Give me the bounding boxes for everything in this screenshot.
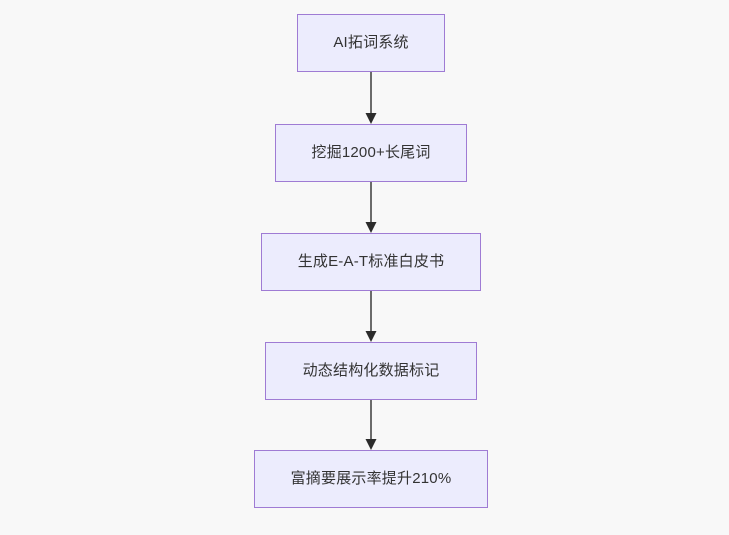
flowchart-node-rich-snippet-rate-increase[interactable]: 富摘要展示率提升210% <box>254 450 488 508</box>
edge-node-1-to-node-2 <box>365 72 377 124</box>
edge-node-2-to-node-3 <box>365 182 377 233</box>
flowchart-node-label: 动态结构化数据标记 <box>302 362 440 379</box>
arrowhead-icon <box>365 113 377 124</box>
edge-node-4-to-node-5 <box>365 400 377 450</box>
flowchart-node-label: 生成E-A-T标准白皮书 <box>297 253 445 270</box>
flowchart-node-generate-eat-whitepaper[interactable]: 生成E-A-T标准白皮书 <box>261 233 481 291</box>
arrowhead-icon <box>365 331 377 342</box>
edge-node-3-to-node-4 <box>365 291 377 342</box>
flowchart-node-dynamic-structured-data-markup[interactable]: 动态结构化数据标记 <box>265 342 477 400</box>
flowchart-node-mine-longtail-keywords[interactable]: 挖掘1200+长尾词 <box>275 124 467 182</box>
flowchart-node-label: AI拓词系统 <box>333 34 409 51</box>
flowchart-node-label: 富摘要展示率提升210% <box>290 470 452 487</box>
flowchart-node-label: 挖掘1200+长尾词 <box>311 144 431 161</box>
flowchart-node-ai-keyword-system[interactable]: AI拓词系统 <box>297 14 445 72</box>
arrowhead-icon <box>365 222 377 233</box>
arrowhead-icon <box>365 439 377 450</box>
